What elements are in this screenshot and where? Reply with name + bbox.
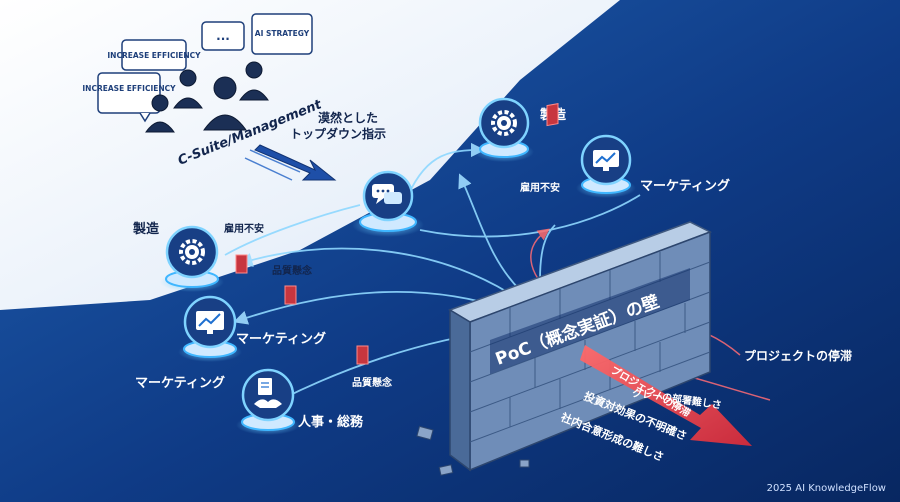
right-node-marketing: マーケティング	[576, 134, 730, 198]
concern-marker	[356, 345, 369, 365]
footer-credit: 2025 AI KnowledgeFlow	[766, 483, 886, 494]
left-node-manufacturing: 製造	[132, 221, 224, 292]
directive-line-2: トップダウン指示	[290, 126, 386, 141]
rubble	[416, 425, 434, 441]
gear-icon	[491, 110, 517, 136]
bubble-increase-efficiency-1: INCREASE EFFICIENCY	[82, 72, 176, 123]
concern-label: 品質懸念	[272, 264, 312, 277]
concern-marker	[546, 103, 559, 127]
concern-label: 雇用不安	[520, 181, 560, 194]
bubble-text: INCREASE EFFICIENCY	[107, 51, 201, 60]
concern-label: 品質懸念	[352, 376, 392, 389]
concern-marker	[235, 254, 248, 274]
directive-arrow	[244, 144, 337, 181]
monitor-chart-icon	[196, 311, 224, 334]
rubble	[438, 464, 454, 476]
node-label: マーケティング	[640, 178, 730, 194]
concern-marker	[284, 285, 297, 305]
bubble-text: ...	[216, 29, 230, 43]
outcome-stall: プロジェクトの停滞	[744, 348, 852, 363]
rubble	[519, 459, 530, 468]
bubble-ai-strategy: AI STRATEGY	[251, 13, 313, 55]
hub-node	[352, 170, 424, 237]
directive-line-1: 漠然とした	[318, 110, 378, 125]
monitor-chart-icon	[593, 150, 619, 171]
left-node-hr: 人事・総務	[236, 368, 364, 435]
concern-label: 雇用不安	[224, 222, 264, 235]
executive-people-icon	[145, 61, 269, 133]
chat-bubbles-icon	[372, 184, 402, 204]
marketing-mid-label: マーケティング	[236, 331, 326, 347]
node-label: 製造	[132, 221, 160, 237]
bubble-increase-efficiency-2: INCREASE EFFICIENCY	[107, 39, 201, 71]
node-label: 人事・総務	[298, 414, 364, 430]
bubble-text: AI STRATEGY	[255, 29, 310, 38]
node-label: マーケティング	[135, 375, 225, 391]
gear-icon	[179, 239, 205, 265]
bubble-text: INCREASE EFFICIENCY	[82, 84, 176, 93]
left-node-marketing: マーケティング	[135, 295, 242, 391]
right-node-manufacturing: 製造	[474, 97, 567, 162]
handshake-icon	[254, 378, 282, 408]
bubble-ellipsis: ...	[201, 21, 245, 51]
